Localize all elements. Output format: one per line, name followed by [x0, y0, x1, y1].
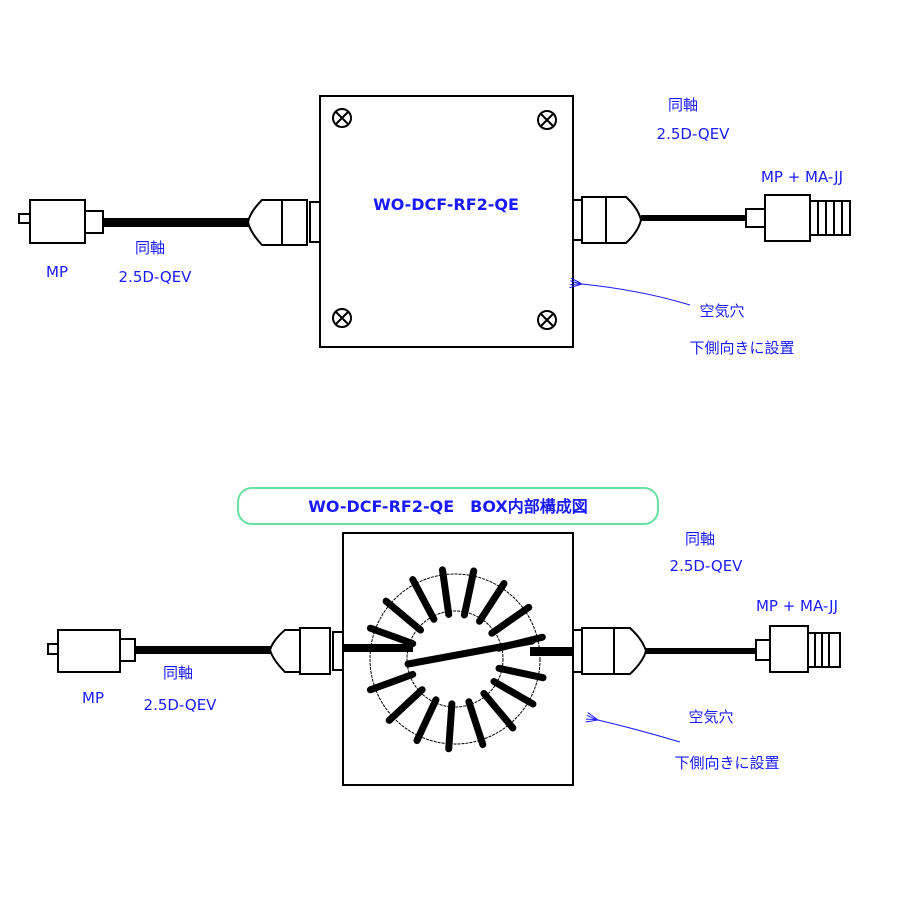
left-plug-label: MP [82, 689, 104, 707]
right-cable-type: 2.5D-QEV [670, 557, 744, 575]
winding-turn [366, 624, 417, 648]
inner-wire-left [343, 644, 413, 652]
winding-turn [480, 689, 517, 732]
connector-right [572, 196, 643, 244]
mp-plug-left [18, 199, 104, 244]
right-connector-label: MP + MA-JJ [756, 597, 838, 615]
winding-turn [476, 580, 508, 625]
right-cable-label: 同軸 [685, 530, 715, 548]
left-cable-label: 同軸 [135, 239, 165, 257]
winding-turn [413, 696, 440, 745]
winding-turn [366, 670, 417, 694]
winding-turn [488, 603, 533, 637]
left-cable-type: 2.5D-QEV [119, 268, 193, 286]
winding-turn [382, 597, 425, 634]
coax-cable-left [103, 218, 251, 227]
right-cable-label: 同軸 [668, 96, 698, 114]
winding-turn [495, 664, 547, 682]
toroid-windings [366, 566, 547, 753]
winding-turn [490, 678, 537, 708]
connector-right [572, 627, 648, 675]
coax-cable-right [641, 215, 746, 221]
screw-icon [332, 108, 557, 330]
left-cable-label: 同軸 [163, 664, 193, 682]
right-cable-type: 2.5D-QEV [657, 125, 731, 143]
winding-turn [460, 567, 478, 619]
inner-wire-right [530, 647, 573, 656]
winding-turn [445, 700, 456, 753]
connector-left [268, 627, 344, 675]
top-assembly: WO-DCF-RF2-QE MP 同軸 2.5D-QEV 同 [18, 95, 851, 357]
winding-turn [438, 566, 453, 618]
toroid-core [369, 573, 541, 745]
vent-label: 空気穴 [699, 302, 744, 320]
vent-arrow-icon [582, 284, 691, 306]
left-cable-type: 2.5D-QEV [144, 696, 218, 714]
right-connector-label: MP + MA-JJ [761, 168, 843, 186]
vent-note: 下側向きに設置 [689, 339, 794, 357]
ma-jj-adapter [745, 194, 851, 242]
connector-left [246, 199, 321, 246]
left-plug-label: MP [46, 263, 68, 281]
box-label: WO-DCF-RF2-QE [373, 195, 519, 214]
winding-turn [465, 698, 487, 749]
winding-turn [409, 576, 438, 623]
ma-jj-adapter [755, 625, 841, 673]
through-wire [404, 637, 536, 668]
filter-box [319, 95, 574, 348]
coax-cable-right [646, 648, 756, 654]
vent-label: 空気穴 [688, 708, 733, 726]
title-pill [237, 487, 659, 525]
vent-note: 下側向きに設置 [674, 754, 779, 772]
mp-plug-left [47, 629, 136, 673]
winding-turn [385, 686, 426, 724]
bottom-assembly: WO-DCF-RF2-QE BOX内部構成図 [47, 487, 841, 786]
internal-diagram-title: WO-DCF-RF2-QE BOX内部構成図 [308, 497, 587, 516]
coax-cable-left [135, 646, 273, 654]
vent-arrow-icon [598, 720, 681, 743]
filter-box-internal [342, 532, 574, 786]
